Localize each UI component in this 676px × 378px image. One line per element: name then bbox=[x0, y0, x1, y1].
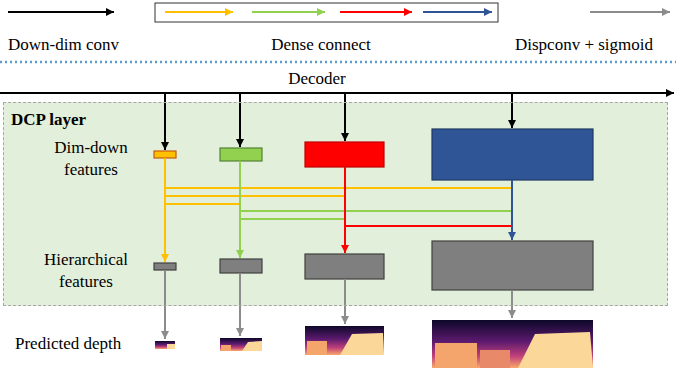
depth-map bbox=[155, 341, 175, 349]
decoder-label-holder: Decoder bbox=[288, 68, 346, 90]
feature-box bbox=[432, 129, 593, 180]
row-label-holder: Dim-down features bbox=[31, 137, 151, 181]
legend-arrow bbox=[340, 11, 412, 13]
layer-panel: DCP layerDim-down featuresHierarchical f… bbox=[3, 102, 668, 306]
row-label-holder: Predicted depth bbox=[15, 333, 121, 355]
legend-box bbox=[155, 3, 498, 22]
legend-text: Down-dim conv bbox=[8, 34, 119, 56]
feature-box bbox=[154, 151, 176, 158]
legend-text: Dispconv + sigmoid bbox=[515, 34, 653, 56]
legend-text: Dense connect bbox=[271, 34, 371, 56]
feature-box bbox=[305, 142, 384, 167]
row-label: Hierarchical features bbox=[26, 249, 146, 293]
feature-box bbox=[220, 148, 262, 161]
legend-text-holder: Down-dim conv bbox=[8, 34, 119, 56]
dispconv-arrow bbox=[344, 279, 346, 324]
hierarchical-box bbox=[432, 241, 593, 290]
separator bbox=[0, 61, 676, 64]
legend-arrow bbox=[252, 11, 325, 13]
row-label-holder: Hierarchical features bbox=[26, 249, 146, 293]
conv-arrow bbox=[344, 93, 346, 141]
hierarchical-box bbox=[305, 254, 384, 279]
legend-arrow bbox=[423, 11, 492, 13]
hierarchical-box bbox=[220, 259, 262, 273]
depth-map bbox=[432, 320, 593, 368]
dispconv-arrow bbox=[239, 273, 241, 336]
layer-title: DCP layer bbox=[11, 109, 86, 131]
dispconv-arrow bbox=[511, 290, 513, 318]
row-label: Dim-down features bbox=[31, 137, 151, 181]
conv-arrow bbox=[511, 93, 513, 128]
depth-map bbox=[305, 326, 384, 355]
layer-title-holder: DCP layer bbox=[11, 109, 86, 131]
dispconv-arrow bbox=[164, 270, 166, 339]
legend-arrow bbox=[8, 11, 114, 13]
legend-arrow bbox=[165, 11, 233, 13]
legend-text-holder: Dispconv + sigmoid bbox=[515, 34, 653, 56]
hierarchical-box bbox=[154, 263, 176, 270]
legend-arrow bbox=[590, 11, 670, 13]
decoder-arrow bbox=[0, 92, 674, 94]
decoder-label: Decoder bbox=[288, 68, 346, 90]
row-label: Predicted depth bbox=[15, 333, 121, 355]
depth-map bbox=[220, 338, 262, 351]
legend-text-holder: Dense connect bbox=[271, 34, 371, 56]
panel-ground bbox=[3, 102, 668, 306]
